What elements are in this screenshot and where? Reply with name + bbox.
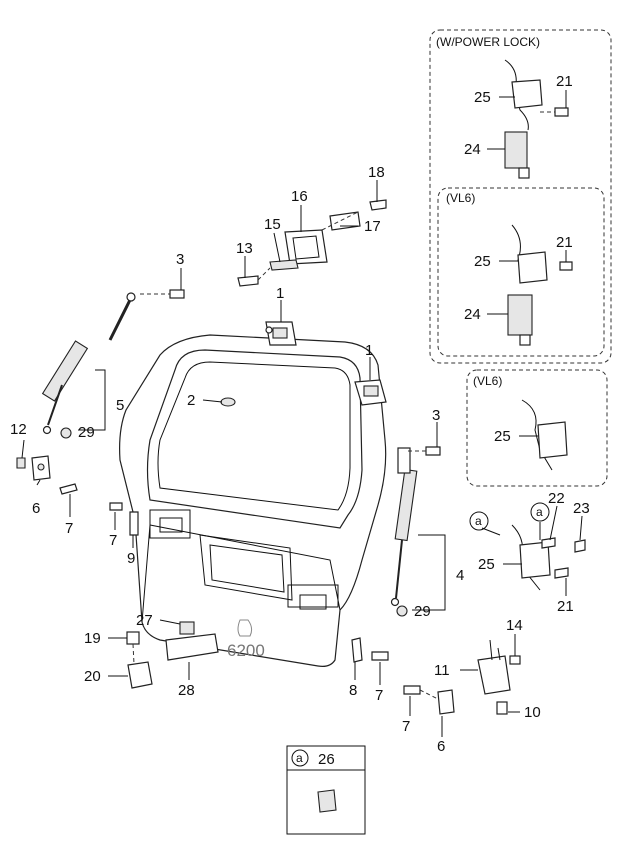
callout-3a: 3 bbox=[176, 251, 184, 268]
bolt-upper bbox=[140, 289, 185, 299]
callout-24a: 24 bbox=[464, 141, 481, 158]
panel-vl6-mid-title: (VL6) bbox=[473, 374, 502, 388]
callout-27: 27 bbox=[136, 612, 153, 629]
legend-clip-part bbox=[317, 789, 337, 813]
panel-vl6-mid bbox=[466, 369, 608, 487]
callout-12: 12 bbox=[10, 421, 27, 438]
legend-marker-circle bbox=[291, 749, 309, 767]
bolt-right bbox=[408, 446, 441, 456]
callout-25b: 25 bbox=[474, 253, 491, 270]
callout-15: 15 bbox=[264, 216, 281, 233]
callout-6b: 6 bbox=[437, 738, 445, 755]
bracket-left bbox=[16, 455, 78, 495]
latch-vl6-mid bbox=[521, 399, 568, 471]
callout-22: 22 bbox=[548, 490, 565, 507]
callout-25c: 25 bbox=[494, 428, 511, 445]
callout-29a: 29 bbox=[78, 424, 95, 441]
callout-7a: 7 bbox=[65, 520, 73, 537]
callout-4: 4 bbox=[456, 567, 464, 584]
callout-1b: 1 bbox=[365, 342, 373, 359]
actuator-power-lock bbox=[504, 59, 569, 179]
callout-11: 11 bbox=[434, 662, 450, 679]
callout-21b: 21 bbox=[556, 234, 573, 251]
callout-13: 13 bbox=[236, 240, 253, 257]
nut-left bbox=[60, 427, 72, 439]
callout-23: 23 bbox=[573, 500, 590, 517]
callout-3b: 3 bbox=[432, 407, 440, 424]
actuator-vl6 bbox=[507, 224, 573, 346]
callout-28: 28 bbox=[178, 682, 195, 699]
callout-25a: 25 bbox=[474, 89, 491, 106]
callout-labels: 1 1 2 3 3 4 5 6 6 7 7 7 7 8 9 10 11 12 1… bbox=[10, 73, 590, 755]
callout-marker-a1: a bbox=[475, 514, 482, 528]
callout-8: 8 bbox=[349, 682, 357, 699]
callout-25d: 25 bbox=[478, 556, 495, 573]
callout-21a: 21 bbox=[556, 73, 573, 90]
gas-strut-left bbox=[41, 292, 136, 435]
legend-number: 26 bbox=[318, 751, 335, 768]
callout-1a: 1 bbox=[276, 285, 284, 302]
outside-handle bbox=[126, 621, 219, 689]
callout-5: 5 bbox=[116, 397, 124, 414]
latch-main-right bbox=[511, 524, 586, 591]
panel-power-lock-title: (W/POWER LOCK) bbox=[436, 35, 540, 49]
callout-17: 17 bbox=[364, 218, 381, 235]
callout-7b: 7 bbox=[109, 532, 117, 549]
panel-vl6-top-title: (VL6) bbox=[446, 191, 475, 205]
callout-21c: 21 bbox=[557, 598, 574, 615]
legend-marker: a bbox=[296, 751, 303, 765]
leader-lines bbox=[21, 90, 583, 737]
callout-19: 19 bbox=[84, 630, 101, 647]
grommet bbox=[220, 397, 236, 407]
license-lamp bbox=[237, 199, 387, 287]
callout-24b: 24 bbox=[464, 306, 481, 323]
ref-code: 6200 bbox=[227, 641, 265, 660]
callout-10: 10 bbox=[524, 704, 541, 721]
panel-vl6-top bbox=[437, 187, 605, 357]
gas-strut-right bbox=[390, 447, 418, 607]
latch-assembly bbox=[477, 639, 521, 715]
panel-power-lock bbox=[429, 29, 612, 364]
callout-9: 9 bbox=[127, 550, 135, 567]
callout-7c: 7 bbox=[375, 687, 383, 704]
callout-16: 16 bbox=[291, 188, 308, 205]
callout-2: 2 bbox=[187, 392, 195, 409]
legend-box bbox=[286, 745, 366, 835]
ref-code-mark bbox=[237, 619, 253, 637]
callout-14: 14 bbox=[506, 617, 523, 634]
hinge-upper bbox=[265, 321, 297, 346]
callout-6a: 6 bbox=[32, 500, 40, 517]
bumper-small-parts bbox=[109, 502, 455, 715]
callout-20: 20 bbox=[84, 668, 101, 685]
callout-7d: 7 bbox=[402, 718, 410, 735]
callout-18: 18 bbox=[368, 164, 385, 181]
hinge-right bbox=[354, 379, 387, 406]
nut-right bbox=[396, 605, 408, 617]
callout-marker-a2: a bbox=[536, 505, 543, 519]
callout-29b: 29 bbox=[414, 603, 431, 620]
tailgate-panel bbox=[119, 334, 387, 667]
